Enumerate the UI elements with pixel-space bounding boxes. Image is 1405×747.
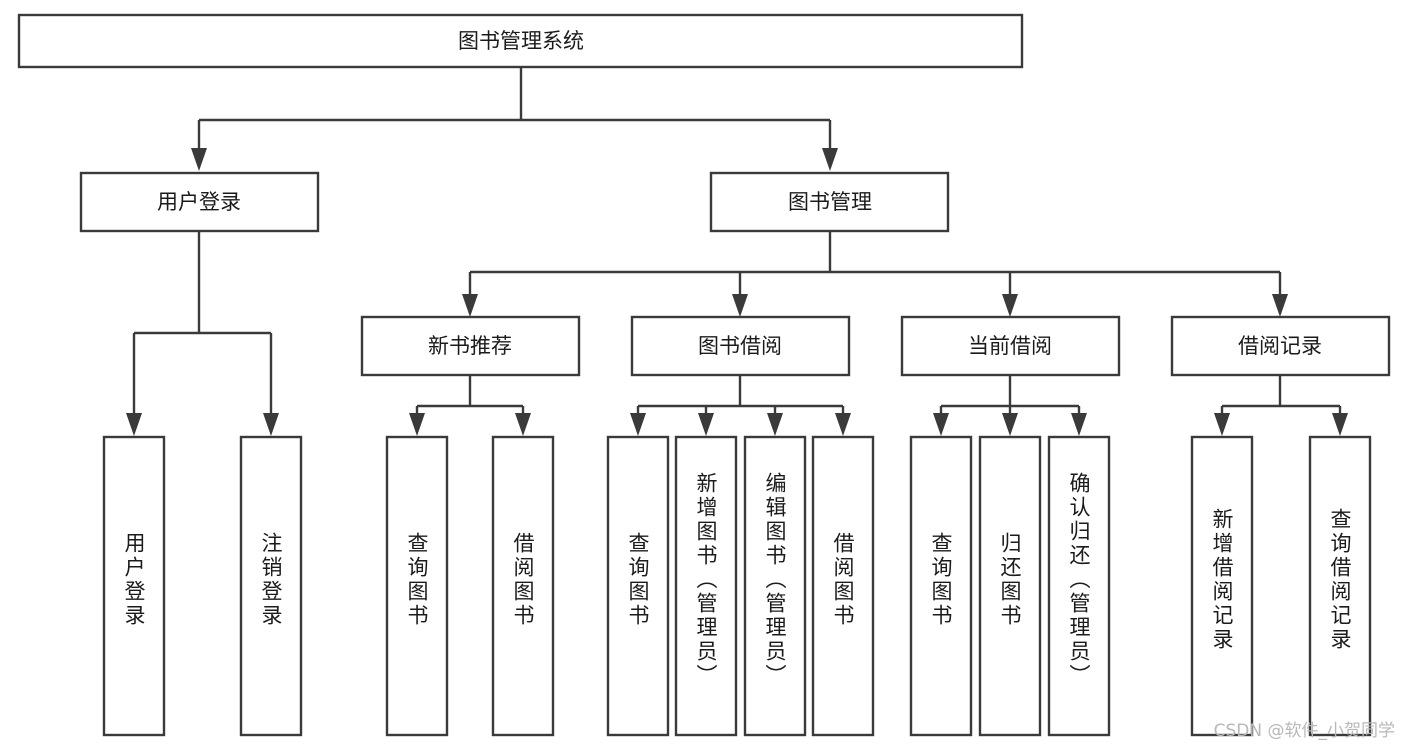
leaf-bb-edit-book-label: 编辑图书（管理员） [763,472,787,688]
arrow-head-book-borrow [732,294,748,317]
leaf-node[interactable]: 确认归还（管理员） [1047,435,1111,737]
leaf-node[interactable]: 新增图书（管理员） [674,435,738,737]
arrow-head-cb-leaf-2 [1002,413,1018,436]
leaf-node[interactable]: 查询图书 [385,435,449,737]
arrow-head-bb-leaf-2 [698,413,714,436]
leaf-cb-query-book-label: 查询图书 [929,532,953,628]
arrow-head-cb-leaf-1 [933,413,949,436]
arrow-head-nb-leaf-2 [515,413,531,436]
leaf-node[interactable]: 查询借阅记录 [1308,435,1372,737]
arrow-head-new-book [462,294,478,317]
node-root-box[interactable] [17,13,1024,69]
csdn-watermark: CSDN @软件_小贺同学 [1213,721,1395,741]
leaf-cb-return-book-box[interactable] [978,435,1042,737]
node-borrow-record-label: 借阅记录 [1238,334,1322,358]
leaf-br-query-record-box[interactable] [1308,435,1372,737]
node-new-book-recommend-box[interactable] [360,315,581,377]
node-borrow-record[interactable]: 借阅记录 [1170,315,1391,377]
arrow-head-user-login [191,148,207,171]
leaf-bb-add-book-label: 新增图书（管理员） [694,472,718,688]
connector-layer [126,67,1348,436]
arrow-head-book-manage [822,148,838,171]
arrow-head-cb-leaf-3 [1071,413,1087,436]
node-book-borrow-label: 图书借阅 [698,334,782,358]
leaf-nb-borrow-book-label: 借阅图书 [511,532,535,628]
leaf-bb-add-book-box[interactable] [674,435,738,737]
node-book-manage-box[interactable] [709,171,950,233]
leaf-bb-borrow-book-label: 借阅图书 [831,532,855,628]
arrow-head-borrow-record [1272,294,1288,317]
node-book-manage[interactable]: 图书管理 [709,171,950,233]
leaf-node[interactable]: 新增借阅记录 [1190,435,1254,737]
arrow-head-current-borrow [1002,294,1018,317]
leaf-node[interactable]: 借阅图书 [491,435,555,737]
arrow-head-br-leaf-2 [1332,413,1348,436]
leaf-node[interactable]: 借阅图书 [811,435,875,737]
arrow-head-br-leaf-1 [1214,413,1230,436]
leaf-cb-confirm-return-box[interactable] [1047,435,1111,737]
leaf-logout-label: 注销登录 [259,532,283,628]
leaf-logout-box[interactable] [239,435,303,737]
node-user-login-box[interactable] [79,171,320,233]
leaf-bb-edit-book-box[interactable] [743,435,807,737]
leaf-cb-confirm-return-label: 确认归还（管理员） [1067,472,1091,688]
node-current-borrow[interactable]: 当前借阅 [900,315,1121,377]
leaf-bb-query-book-box[interactable] [606,435,670,737]
arrow-head-bb-leaf-1 [630,413,646,436]
node-root-label: 图书管理系统 [458,29,584,53]
leaf-node[interactable]: 注销登录 [239,435,303,737]
leaf-br-add-record-box[interactable] [1190,435,1254,737]
leaf-node[interactable]: 归还图书 [978,435,1042,737]
leaf-node[interactable]: 查询图书 [606,435,670,737]
node-new-book-recommend-label: 新书推荐 [428,334,512,358]
arrow-head-nb-leaf-1 [409,413,425,436]
leaf-nb-borrow-book-box[interactable] [491,435,555,737]
leaf-user-login-box[interactable] [102,435,166,737]
leaf-nb-query-book-label: 查询图书 [405,532,429,628]
node-book-manage-label: 图书管理 [788,190,872,214]
node-root[interactable]: 图书管理系统 [17,13,1024,69]
leaf-node[interactable]: 查询图书 [909,435,973,737]
arrow-head-leaf-logout [263,413,279,436]
leaf-bb-borrow-book-box[interactable] [811,435,875,737]
arrow-head-bb-leaf-4 [835,413,851,436]
node-user-login[interactable]: 用户登录 [79,171,320,233]
arrow-head-bb-leaf-3 [767,413,783,436]
node-book-borrow[interactable]: 图书借阅 [630,315,851,377]
leaf-node[interactable]: 用户登录 [102,435,166,737]
leaf-nb-query-book-box[interactable] [385,435,449,737]
node-current-borrow-label: 当前借阅 [968,334,1052,358]
node-current-borrow-box[interactable] [900,315,1121,377]
node-book-borrow-box[interactable] [630,315,851,377]
node-new-book-recommend[interactable]: 新书推荐 [360,315,581,377]
node-borrow-record-box[interactable] [1170,315,1391,377]
arrow-head-leaf-user-login [126,413,142,436]
leaf-bb-query-book-label: 查询图书 [626,532,650,628]
leaf-node[interactable]: 编辑图书（管理员） [743,435,807,737]
node-user-login-label: 用户登录 [157,190,241,214]
leaf-cb-return-book-label: 归还图书 [998,532,1022,628]
leaf-br-add-record-label: 新增借阅记录 [1210,508,1234,652]
leaf-cb-query-book-box[interactable] [909,435,973,737]
leaf-user-login-label: 用户登录 [122,532,146,628]
leaf-br-query-record-label: 查询借阅记录 [1328,508,1352,652]
